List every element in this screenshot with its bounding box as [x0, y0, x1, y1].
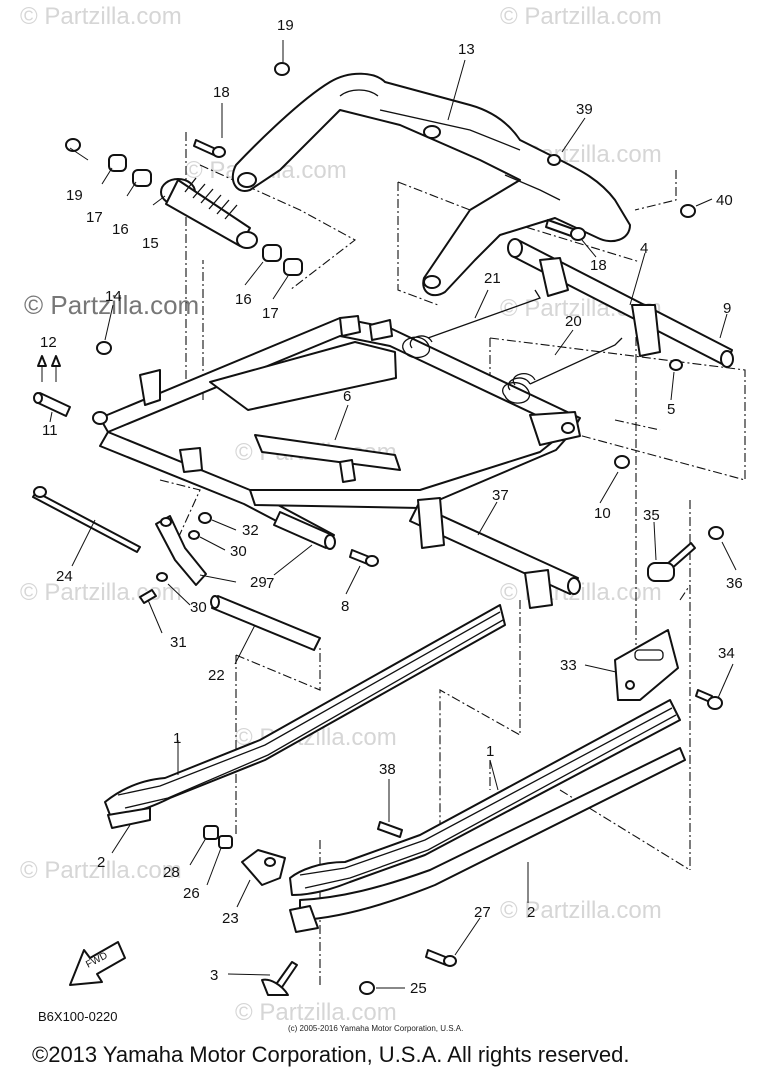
callout-1: 1 — [486, 743, 494, 760]
callout-26: 26 — [183, 885, 200, 902]
callout-5: 5 — [667, 401, 675, 418]
callout-13: 13 — [458, 41, 475, 58]
callout-22: 22 — [208, 667, 225, 684]
callout-21: 21 — [484, 270, 501, 287]
leader-lines — [49, 40, 737, 989]
callout-4: 4 — [640, 240, 648, 257]
rods — [32, 392, 141, 553]
bolts — [96, 139, 724, 996]
slider-caps-23 — [241, 849, 286, 886]
plate-33 — [614, 629, 679, 701]
watermark-prominent: © Partzilla.com — [24, 290, 199, 320]
callout-35: 35 — [643, 507, 660, 524]
watermark: © Partzilla.com — [20, 579, 182, 606]
slide-rail-left-1 — [104, 604, 506, 829]
small-copyright: (c) 2005-2016 Yamaha Motor Corporation, … — [288, 1024, 463, 1033]
collar-35 — [647, 562, 675, 582]
callout-19: 19 — [277, 17, 294, 34]
watermark: © Partzilla.com — [20, 857, 182, 884]
callout-18: 18 — [590, 257, 607, 274]
callout-39: 39 — [576, 101, 593, 118]
callout-29: 29 — [250, 574, 267, 591]
callout-1: 1 — [173, 730, 181, 747]
callout-16: 16 — [235, 291, 252, 308]
arrows-12 — [37, 355, 61, 382]
callout-17: 17 — [86, 209, 103, 226]
callout-34: 34 — [718, 645, 735, 662]
torsion-springs — [402, 289, 623, 404]
callout-15: 15 — [142, 235, 159, 252]
pipe-22 — [210, 595, 321, 651]
callout-25: 25 — [410, 980, 427, 997]
callout-31: 31 — [170, 634, 187, 651]
callout-6: 6 — [343, 388, 351, 405]
callout-18: 18 — [213, 84, 230, 101]
callout-28: 28 — [163, 864, 180, 881]
callout-40: 40 — [716, 192, 733, 209]
callout-11: 11 — [42, 422, 58, 439]
callout-27: 27 — [474, 904, 491, 921]
callout-labels: 19 13 18 39 19 17 16 15 40 4 18 16 17 21… — [40, 17, 743, 997]
callout-14: 14 — [105, 288, 122, 305]
watermark: © Partzilla.com — [235, 999, 397, 1026]
callout-38: 38 — [379, 761, 396, 778]
watermark: © Partzilla.com — [500, 3, 662, 30]
callout-37: 37 — [492, 487, 509, 504]
callout-10: 10 — [594, 505, 611, 522]
callout-32: 32 — [242, 522, 259, 539]
callout-24: 24 — [56, 568, 73, 585]
callout-9: 9 — [723, 300, 731, 317]
bracket-29 — [155, 515, 207, 586]
callout-12: 12 — [40, 334, 57, 351]
callout-2: 2 — [527, 904, 535, 921]
callout-2: 2 — [97, 854, 105, 871]
footer-copyright: ©2013 Yamaha Motor Corporation, U.S.A. A… — [32, 1042, 629, 1067]
collars — [65, 62, 303, 276]
callout-36: 36 — [726, 575, 743, 592]
callout-17: 17 — [262, 305, 279, 322]
main-frame-6 — [92, 315, 581, 549]
diagram-code: B6X100-0220 — [38, 1009, 118, 1024]
fwd-arrow-icon: FWD — [69, 941, 126, 986]
callout-19: 19 — [66, 187, 83, 204]
front-crossbar-37 — [409, 497, 581, 609]
callout-20: 20 — [565, 313, 582, 330]
upper-arm-13 — [231, 72, 631, 297]
watermark: © Partzilla.com — [500, 579, 662, 606]
callout-7: 7 — [266, 575, 274, 592]
callout-16: 16 — [112, 221, 129, 238]
shock-absorber-15 — [160, 177, 258, 249]
callout-3: 3 — [210, 967, 218, 984]
callout-30: 30 — [190, 599, 207, 616]
slide-rail-right-1 — [289, 699, 686, 933]
callout-30: 30 — [230, 543, 247, 560]
rear-shaft-4 — [507, 238, 734, 368]
callout-33: 33 — [560, 657, 577, 674]
watermark: © Partzilla.com — [20, 3, 182, 30]
callout-23: 23 — [222, 910, 239, 927]
watermark: © Partzilla.com — [500, 897, 662, 924]
callout-8: 8 — [341, 598, 349, 615]
front-shaft-7 — [273, 511, 336, 550]
